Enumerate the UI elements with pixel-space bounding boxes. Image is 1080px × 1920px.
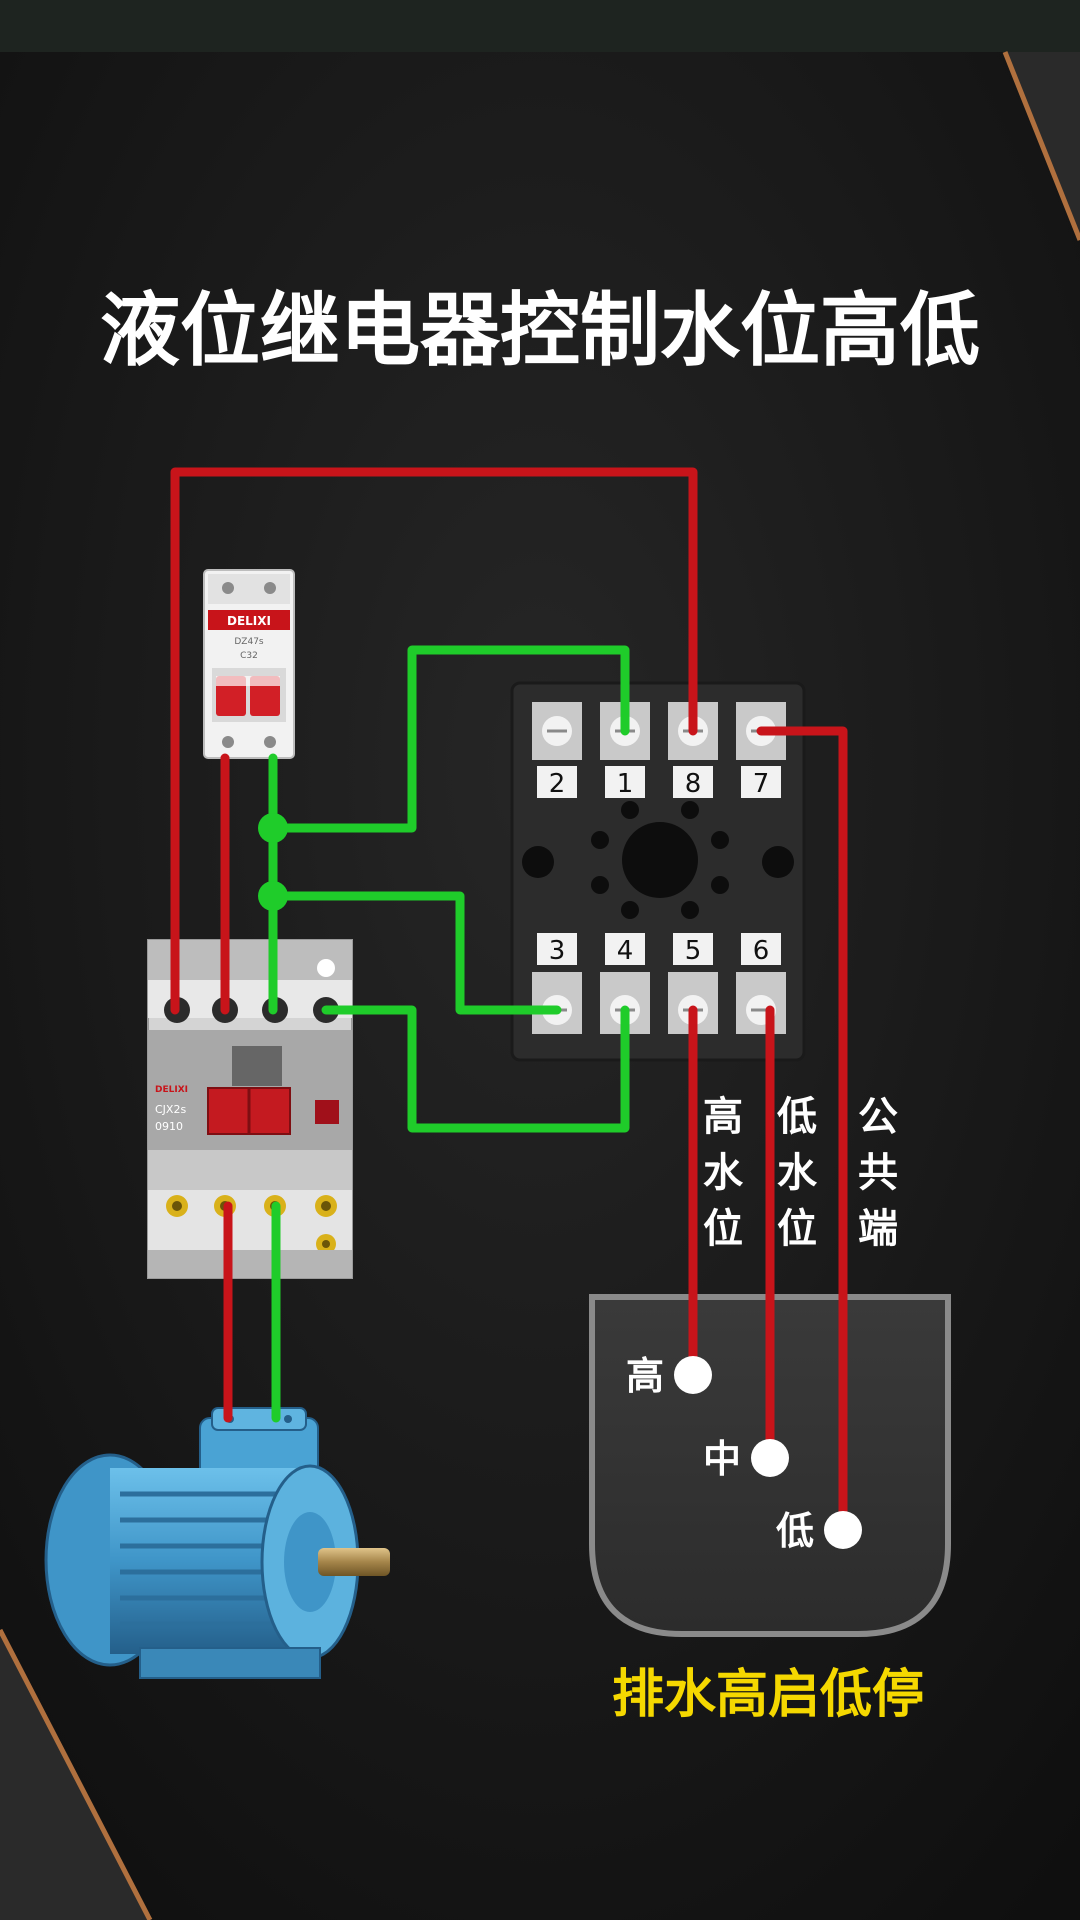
contactor-code: 0910	[155, 1120, 183, 1133]
junction-dot	[258, 813, 288, 843]
probe-label-mid: 中	[703, 1437, 741, 1481]
relay-terminal-label: 2	[549, 769, 566, 799]
page-title: 液位继电器控制水位高低	[100, 284, 980, 377]
probe-high	[674, 1356, 712, 1394]
green-wire-terminal-1	[268, 645, 630, 833]
wire-label-high-water: 高水位	[703, 1094, 744, 1252]
motor-icon	[44, 1407, 390, 1679]
breaker-model: DZ47s	[234, 637, 264, 647]
red-wire-terminal-8	[170, 467, 698, 1015]
wire-label-low-water: 低水位	[777, 1094, 818, 1252]
relay-terminal-label: 5	[685, 936, 702, 966]
relay-terminal-label: 1	[617, 769, 634, 799]
contactor-model: CJX2s	[155, 1103, 186, 1116]
green-wire-terminal-3	[268, 891, 562, 1015]
green-wire-terminal-4	[321, 1005, 630, 1133]
probe-label-high: 高	[626, 1354, 664, 1398]
contactor-brand: DELIXI	[155, 1085, 188, 1095]
wires	[170, 467, 848, 1535]
corner-stripe-top	[1002, 51, 1080, 241]
relay-terminal-label: 6	[753, 936, 770, 966]
breaker-icon: DELIXI DZ47s C32	[203, 569, 295, 759]
relay-terminal-label: 8	[685, 769, 702, 799]
red-wire-common	[756, 726, 848, 1535]
contactor-icon: DELIXI CJX2s 0910	[147, 939, 353, 1279]
top-bar	[0, 0, 1080, 52]
breaker-brand: DELIXI	[227, 614, 271, 628]
breaker-rating: C32	[240, 651, 258, 661]
relay-socket-icon: 2 1 8 7 3 4 5 6	[510, 681, 806, 1062]
probe-label-low: 低	[776, 1509, 814, 1553]
relay-terminal-label: 3	[549, 936, 566, 966]
wire-labels: 高水位 低水位 公共端	[703, 1094, 898, 1252]
caption: 排水高启低停	[612, 1665, 924, 1725]
probe-low	[824, 1511, 862, 1549]
relay-terminal-label: 4	[617, 936, 634, 966]
corner-stripe-bottom	[0, 1628, 153, 1920]
probe-mid	[751, 1439, 789, 1477]
wire-label-common: 公共端	[858, 1094, 898, 1252]
junction-dot	[258, 881, 288, 911]
relay-terminal-label: 7	[753, 769, 770, 799]
